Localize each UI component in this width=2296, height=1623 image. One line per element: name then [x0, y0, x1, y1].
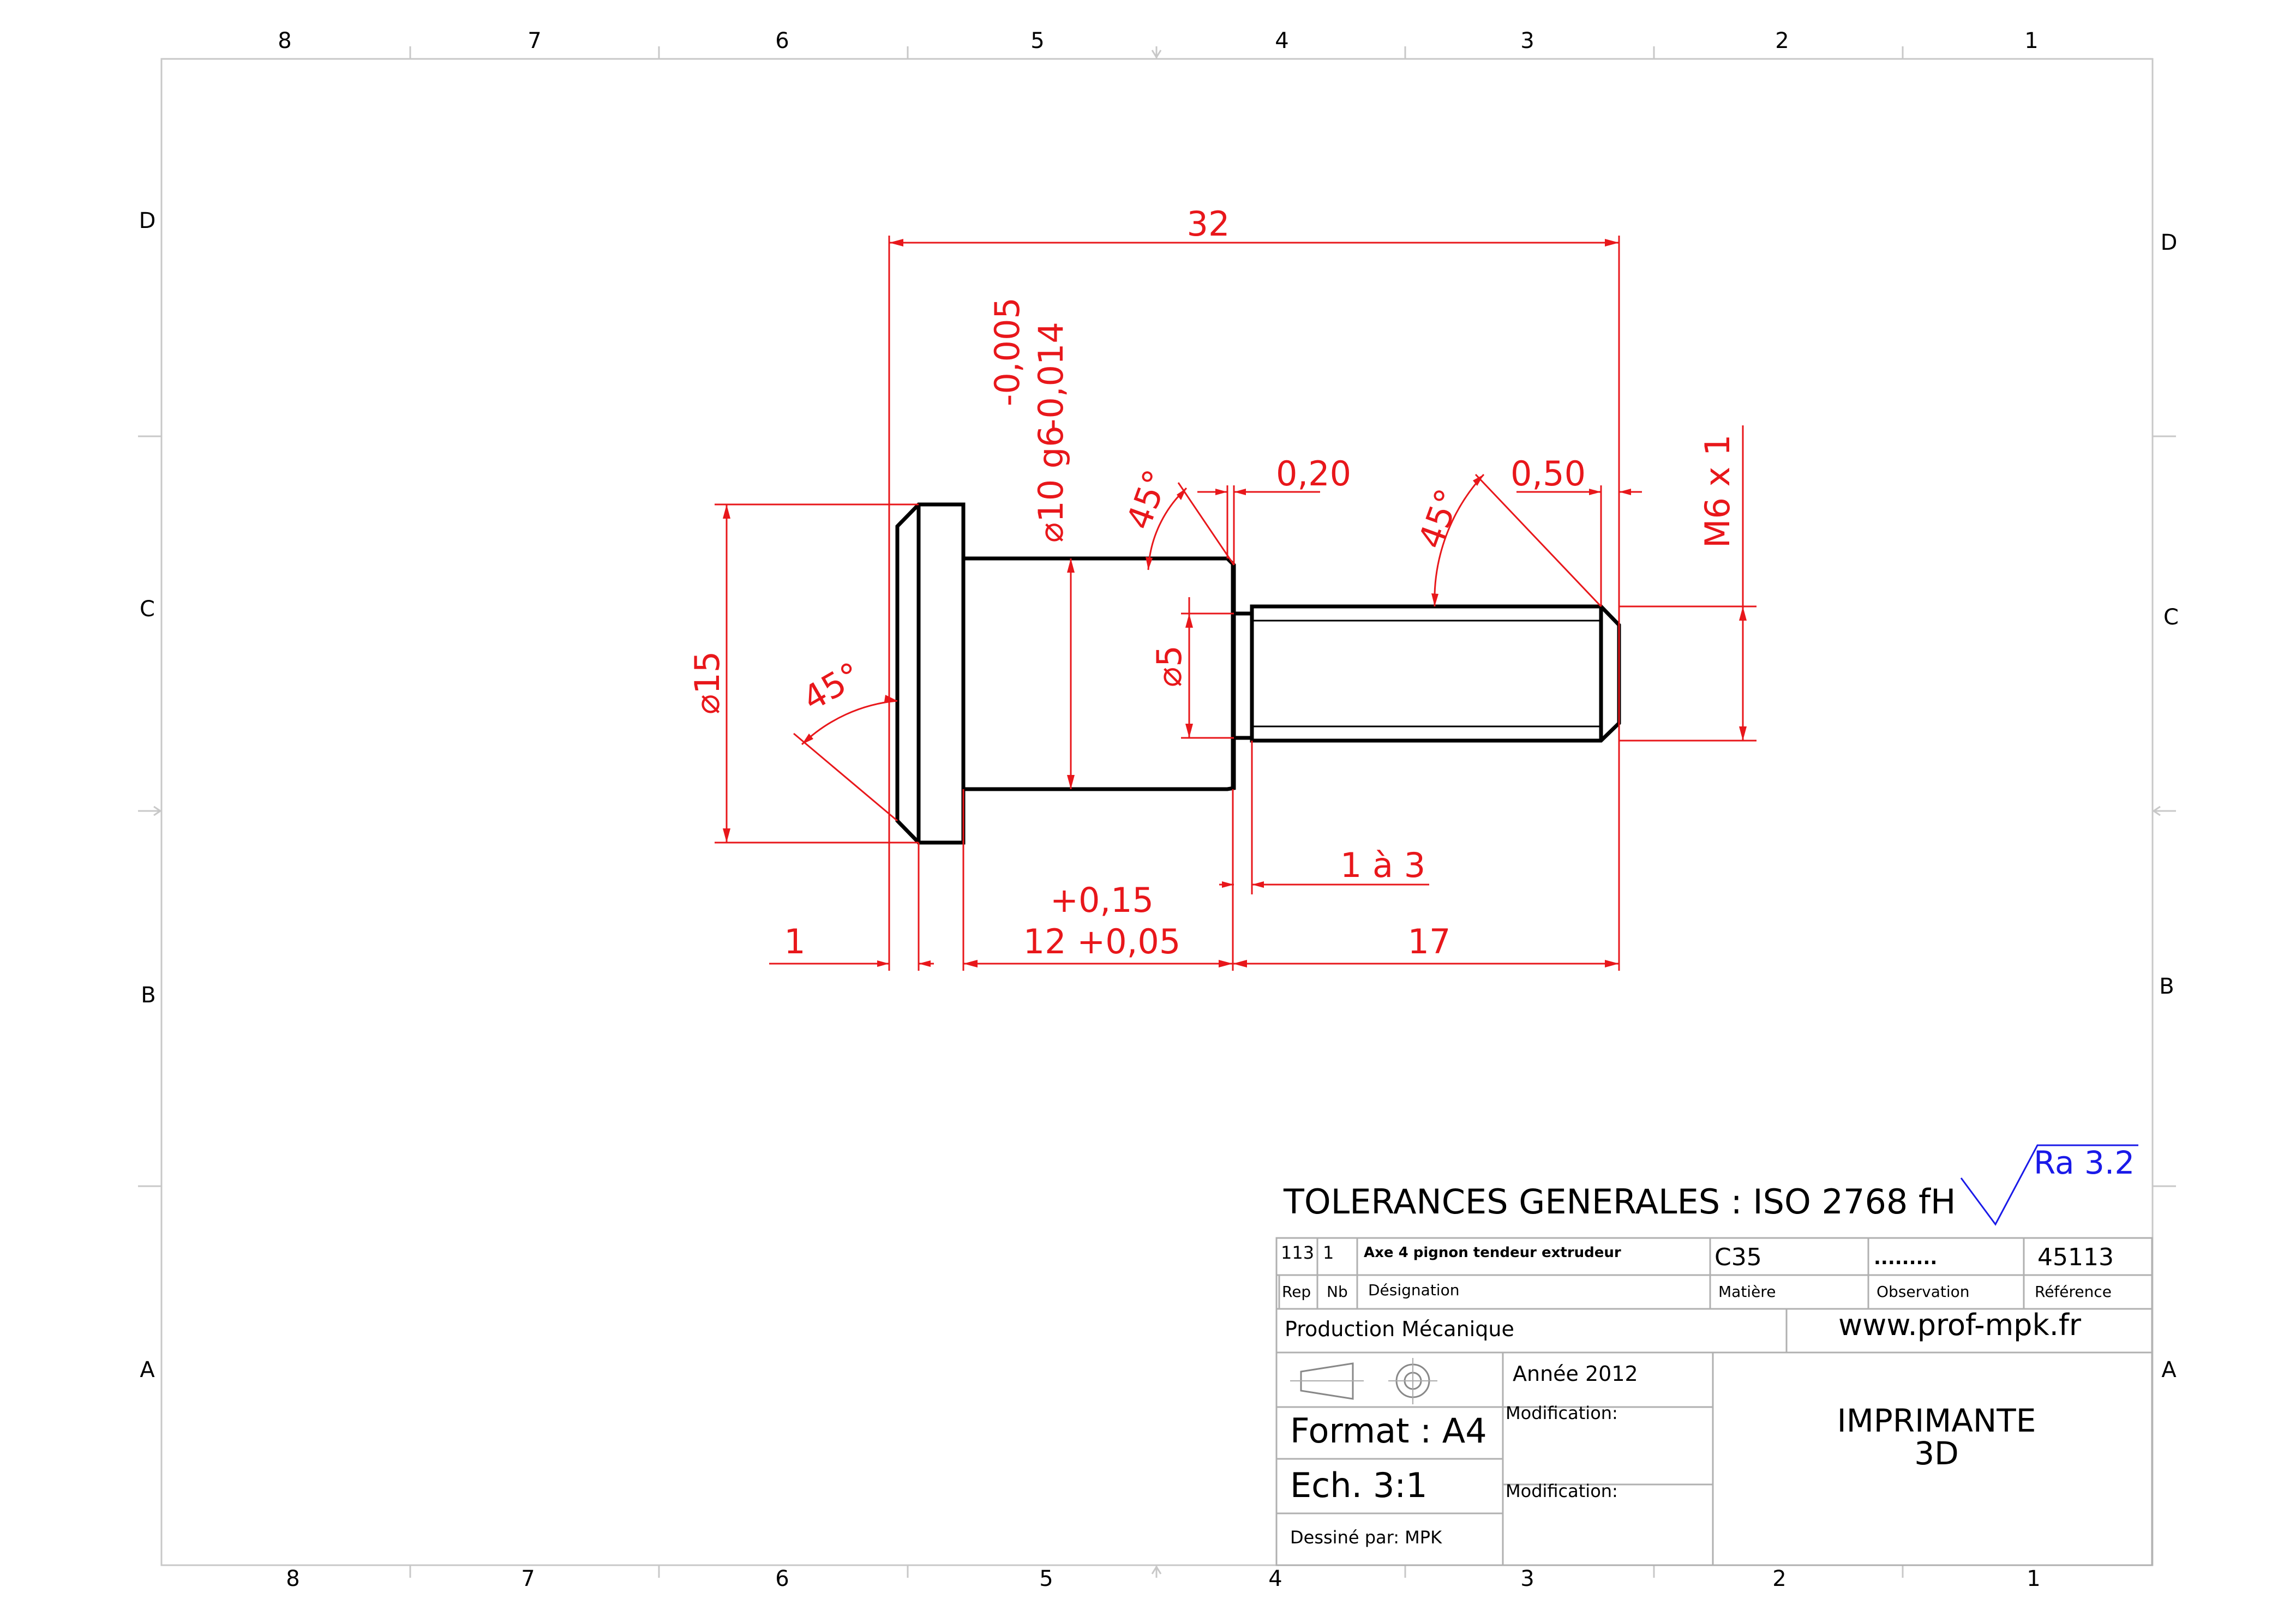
tb-title-line-1: IMPRIMANTE: [1837, 1402, 2036, 1439]
dim-head-thickness: 1: [784, 922, 805, 961]
dim-groove-width: 0,20: [1276, 454, 1351, 494]
zone-row-label: B: [2159, 974, 2174, 999]
tb-scale: Ech. 3:1: [1290, 1465, 1428, 1505]
dimension-lines: [715, 236, 1757, 971]
tb-header-designation: Désignation: [1368, 1281, 1459, 1299]
zone-col-label: 8: [286, 1566, 299, 1591]
dim-thread-chamfer: 0,50: [1510, 454, 1586, 494]
dim-shaft-diameter: ⌀10 g6: [1031, 425, 1071, 543]
zone-col-label: 1: [2027, 1566, 2040, 1591]
zone-row-label: B: [141, 983, 155, 1008]
tb-modification-1: Modification:: [1506, 1403, 1618, 1423]
tb-reference: 45113: [2037, 1243, 2114, 1271]
zone-col-label: 3: [1520, 1566, 1534, 1591]
tb-format: Format : A4: [1290, 1411, 1487, 1451]
dim-shoulder-length: 12 +0,05: [1023, 922, 1181, 961]
title-block: [1275, 1237, 2153, 1566]
zone-col-label: 5: [1030, 28, 1044, 53]
tb-header-material: Matière: [1718, 1283, 1776, 1301]
general-tolerances: TOLERANCES GENERALES : ISO 2768 fH: [1283, 1182, 1956, 1222]
zone-col-label: 3: [1520, 28, 1534, 53]
tb-observation: .........: [1874, 1247, 1937, 1269]
tb-header-observation: Observation: [1877, 1283, 1970, 1301]
tb-header-nb: Nb: [1327, 1283, 1348, 1301]
dim-angle: 45°: [1410, 484, 1468, 554]
tb-department: Production Mécanique: [1285, 1317, 1514, 1341]
zone-col-label: 8: [278, 28, 291, 53]
zone-col-label: 7: [521, 1566, 535, 1591]
dim-head-diameter: ⌀15: [687, 651, 727, 714]
zone-col-label: 2: [1772, 1566, 1786, 1591]
zone-row-label: C: [140, 597, 155, 622]
zone-row-label: D: [2161, 230, 2178, 255]
roughness-symbol: [1960, 1144, 2138, 1226]
dim-overall-length: 32: [1187, 204, 1230, 244]
tb-designation: Axe 4 pignon tendeur extrudeur: [1364, 1245, 1621, 1261]
zone-row-label: A: [140, 1357, 155, 1382]
zone-col-label: 5: [1039, 1566, 1053, 1591]
tb-title-line-2: 3D: [1914, 1435, 1959, 1472]
zone-row-label: A: [2161, 1357, 2177, 1382]
dim-thread-length: 17: [1408, 922, 1451, 961]
part-outline: [895, 502, 1621, 845]
zone-col-label: 7: [527, 28, 541, 53]
dim-thread-runout: 1 à 3: [1340, 845, 1425, 885]
zone-col-label: 6: [775, 28, 789, 53]
dim-tolerance-lower: -0,014: [1031, 322, 1071, 431]
tb-website: www.prof-mpk.fr: [1838, 1308, 2082, 1342]
projection-symbol-icon: [1290, 1358, 1437, 1404]
dim-shoulder-tol-upper: +0,15: [1050, 880, 1154, 920]
zone-col-label: 4: [1275, 28, 1288, 53]
zone-col-label: 4: [1268, 1566, 1282, 1591]
zone-col-label: 2: [1775, 28, 1789, 53]
dim-groove-diameter: ⌀5: [1149, 645, 1189, 687]
tb-material: C35: [1714, 1243, 1762, 1271]
tb-nb: 1: [1323, 1242, 1334, 1263]
tb-drawn-by: Dessiné par: MPK: [1290, 1527, 1442, 1548]
zone-col-label: 6: [775, 1566, 789, 1591]
roughness-value: Ra 3.2: [2034, 1144, 2135, 1181]
dim-tolerance-upper: -0,005: [987, 297, 1027, 406]
tb-header-rep: Rep: [1282, 1283, 1311, 1301]
dim-angle: 45°: [1118, 465, 1176, 534]
tb-header-reference: Référence: [2035, 1283, 2112, 1301]
zone-col-label: 1: [2024, 28, 2038, 53]
sheet-frame: 8 7 6 5 4 3 2 1 8 7 6 5 4 3 2 1 D C B A …: [138, 28, 2179, 1591]
dim-thread: M6 x 1: [1698, 435, 1737, 549]
tb-modification-2: Modification:: [1506, 1481, 1618, 1501]
zone-row-label: D: [139, 208, 156, 233]
zone-ticks: [138, 46, 2176, 1578]
tb-year: Année 2012: [1513, 1362, 1638, 1386]
tb-rep: 113: [1281, 1242, 1314, 1263]
zone-row-label: C: [2163, 605, 2179, 630]
